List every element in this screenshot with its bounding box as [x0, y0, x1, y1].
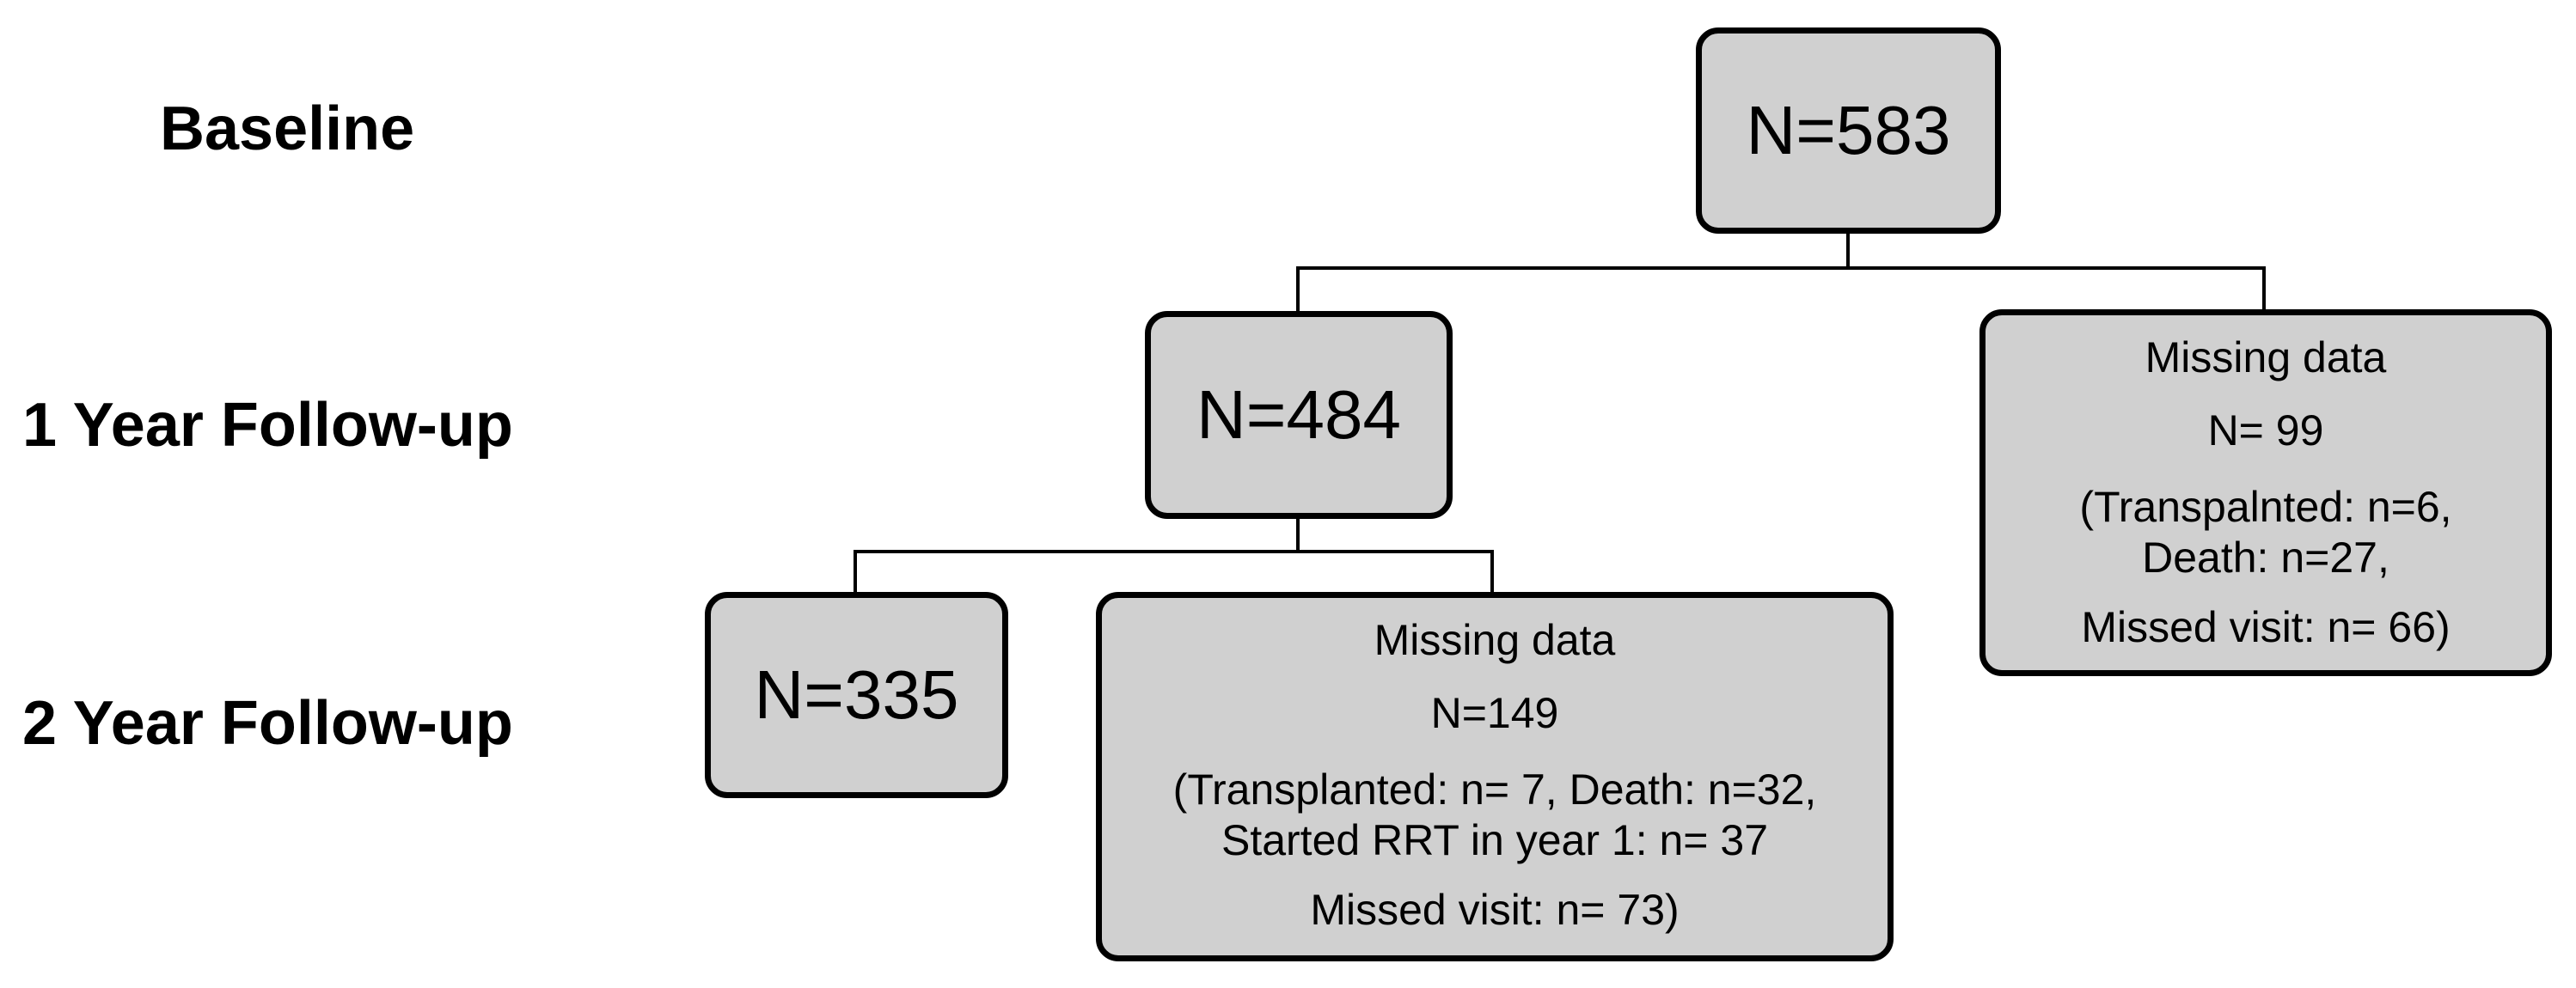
row-label-baseline: Baseline: [160, 95, 415, 163]
node-year1-missing-missed: Missed visit: n= 66): [2081, 603, 2451, 651]
row-label-year1: 1 Year Follow-up: [22, 391, 513, 460]
node-year2: N=335: [705, 592, 1008, 798]
node-year1-missing-breakdown-1: (Transpalnted: n=6,: [2079, 483, 2452, 531]
node-year1-missing-breakdown-2: Death: n=27,: [2142, 534, 2389, 582]
node-year2-missing-breakdown-1: (Transplanted: n= 7, Death: n=32,: [1172, 765, 1817, 814]
node-year1-missing: Missing data N= 99 (Transpalnted: n=6, D…: [1979, 309, 2552, 676]
node-year2-count: N=335: [754, 656, 959, 733]
node-year2-missing: Missing data N=149 (Transplanted: n= 7, …: [1096, 592, 1894, 961]
node-year1-count: N=484: [1196, 376, 1401, 453]
node-baseline-count: N=583: [1746, 92, 1951, 168]
node-year2-missing-missed: Missed visit: n= 73): [1310, 886, 1680, 934]
node-year2-missing-title: Missing data: [1374, 616, 1616, 664]
node-year1-missing-count: N= 99: [2207, 406, 2324, 454]
row-label-year2: 2 Year Follow-up: [22, 689, 513, 758]
node-year1-missing-title: Missing data: [2145, 333, 2387, 381]
node-year2-missing-count: N=149: [1430, 689, 1559, 737]
node-year1: N=484: [1145, 311, 1453, 519]
node-baseline: N=583: [1696, 27, 2001, 234]
node-year2-missing-breakdown-2: Started RRT in year 1: n= 37: [1221, 816, 1768, 864]
